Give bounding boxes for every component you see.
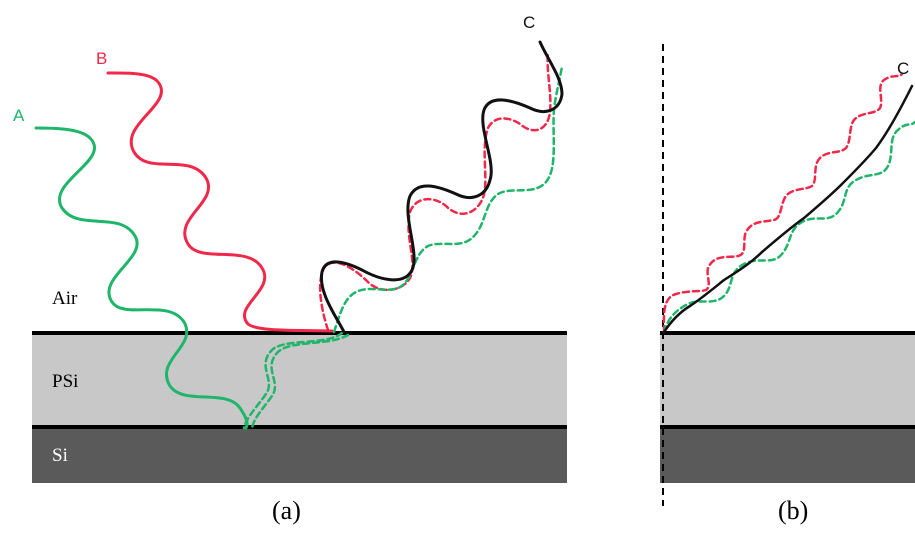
ray-a-label: A	[13, 106, 25, 125]
wave-c-black	[662, 84, 914, 334]
wave-a-refracted	[250, 333, 350, 430]
caption-b: (b)	[778, 496, 808, 525]
si-label: Si	[52, 445, 68, 466]
wave-a-incident	[34, 126, 249, 430]
wave-c-reflected-red	[318, 50, 552, 332]
wave-b-red-dashed	[662, 72, 904, 334]
ray-b-label: B	[96, 49, 107, 68]
psi-layer-b	[660, 333, 915, 426]
ray-c-label-b: C	[897, 59, 909, 78]
wave-b-green-dashed	[662, 120, 915, 334]
wave-b-incident	[106, 71, 334, 333]
air-label: Air	[52, 288, 78, 309]
si-layer-a	[32, 427, 567, 483]
wave-b-refracted	[242, 331, 344, 430]
wave-c-reflected	[319, 40, 564, 334]
ray-c-label: C	[523, 13, 535, 32]
psi-layer-a	[32, 333, 567, 426]
si-layer-b	[660, 427, 915, 483]
wave-c-reflected-green	[332, 64, 564, 334]
psi-label: PSi	[52, 371, 78, 392]
caption-a: (a)	[272, 496, 301, 525]
panel-a: Air PSi Si A B C (a)	[13, 13, 567, 525]
panel-b: C (b)	[660, 44, 915, 525]
